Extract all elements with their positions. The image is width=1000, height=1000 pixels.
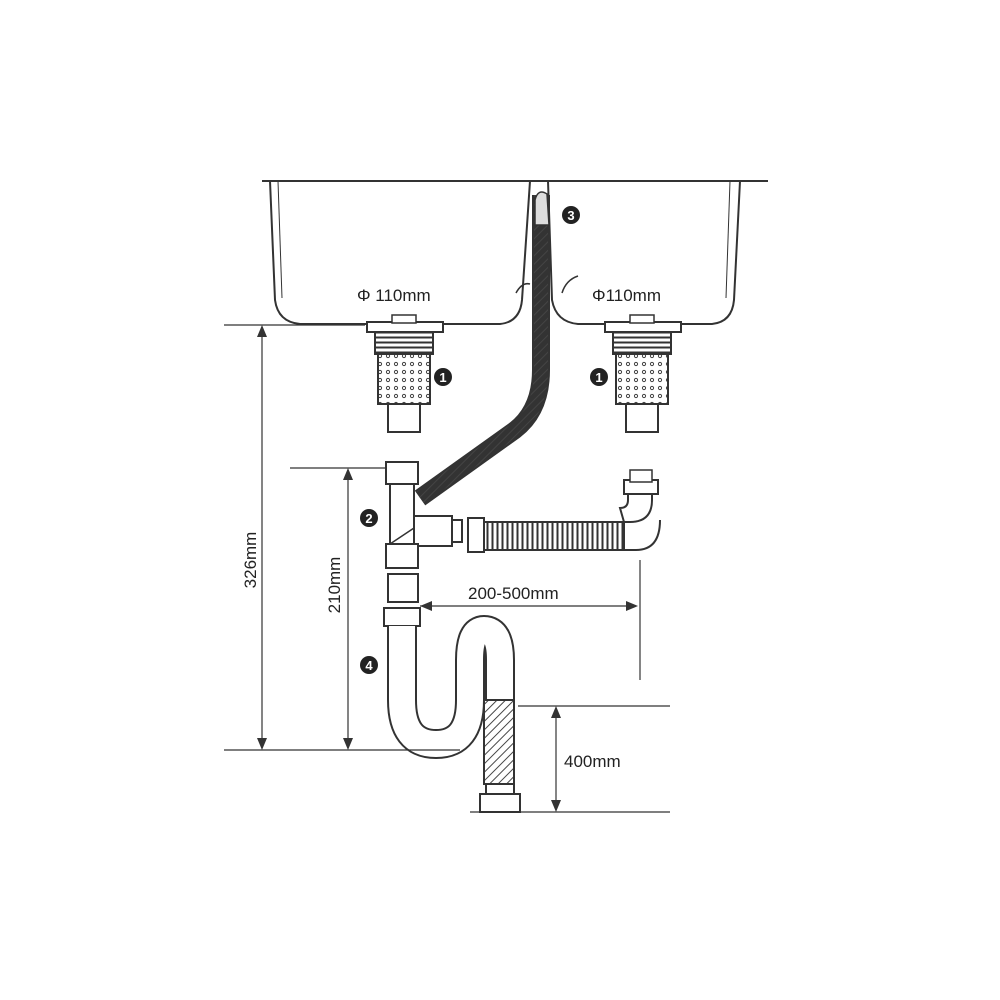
left-strainer [366, 314, 444, 433]
height-trap-label: 210mm [325, 557, 344, 614]
height-total-label: 326mm [241, 532, 260, 589]
callout-strainer-left: 1 [434, 368, 452, 386]
overflow-length-label: 200-500mm [468, 584, 559, 603]
dimension-arrows [257, 325, 638, 812]
s-trap [387, 614, 521, 813]
callout-tee-connector-number: 2 [365, 511, 372, 526]
callout-strainer-right-number: 1 [595, 370, 602, 385]
callout-overflow: 3 [562, 206, 580, 224]
dimension-lines [224, 324, 670, 813]
callout-strainer-right: 1 [590, 368, 608, 386]
callout-overflow-number: 3 [567, 208, 574, 223]
callout-tee-connector: 2 [360, 509, 378, 527]
tee-connector [383, 461, 463, 627]
right-strainer [604, 314, 682, 433]
outlet-length-label: 400mm [564, 752, 621, 771]
right-bowl-diameter-label: Φ110mm [592, 286, 661, 305]
callout-s-trap: 4 [360, 656, 378, 674]
connecting-hose [467, 469, 661, 553]
overflow-hose [414, 191, 550, 506]
callout-strainer-left-number: 1 [439, 370, 446, 385]
callout-s-trap-number: 4 [365, 658, 373, 673]
left-bowl-diameter-label: Φ 110mm [357, 286, 431, 305]
